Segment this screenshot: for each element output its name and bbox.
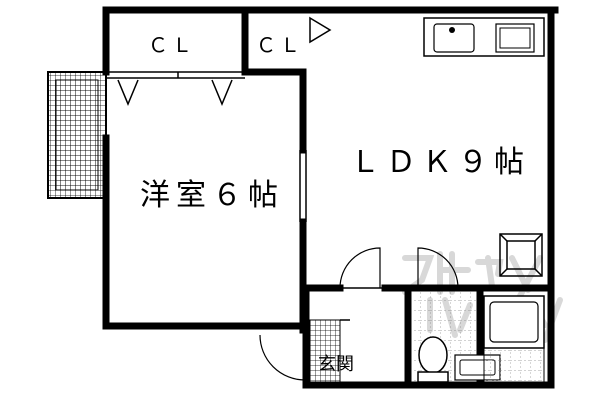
- washer-space: [499, 233, 543, 277]
- entrance-label: 玄関: [318, 354, 354, 375]
- balcony-left: [47, 71, 107, 199]
- western-room-label: 洋室６帖: [140, 178, 284, 213]
- thin-lines: [106, 71, 385, 321]
- kitchen-counter: [423, 17, 545, 57]
- toilet-icon: [418, 336, 448, 374]
- door-swings: [259, 247, 459, 381]
- sink-drain-icon: [449, 27, 455, 33]
- closet-right-label: ＣＬ: [256, 33, 304, 57]
- closet-left-label: ＣＬ: [148, 33, 196, 57]
- closet-door-marks: [117, 16, 332, 106]
- bathtub: [483, 295, 545, 383]
- walls: [102, 6, 559, 389]
- ldk-label: ＬＤＫ９帖: [350, 145, 530, 180]
- entrance-floor: [309, 319, 341, 383]
